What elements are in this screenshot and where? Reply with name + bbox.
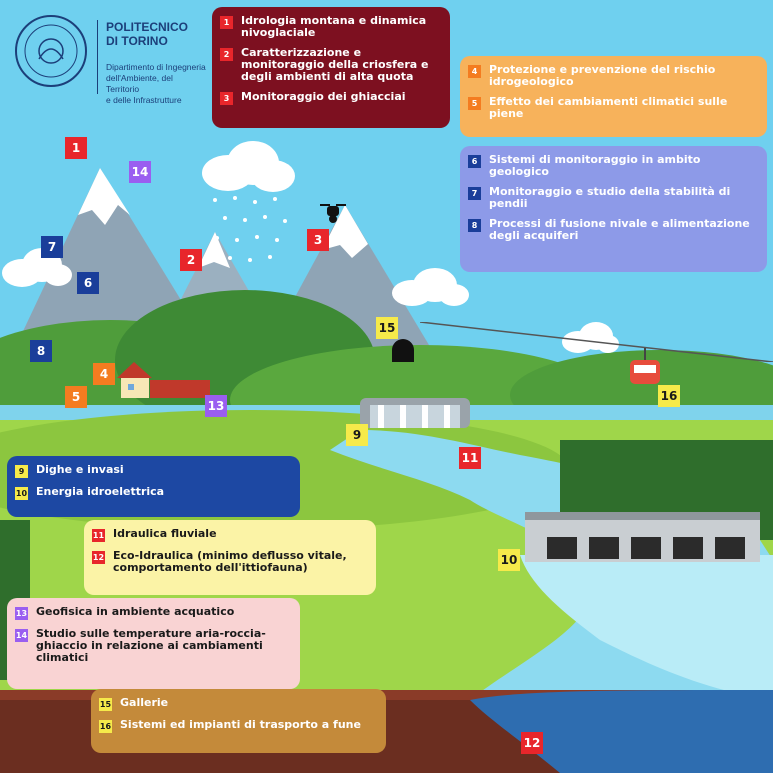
legend-number: 12 — [92, 551, 105, 564]
department-name: Dipartimento di Ingegneria dell'Ambiente… — [106, 62, 206, 106]
drone-icon — [320, 204, 346, 223]
legend-item-11: 11 Idraulica fluviale — [92, 528, 368, 542]
marker-16: 16 — [658, 385, 680, 407]
legend-text: Energia idroelettrica — [36, 485, 165, 498]
legend-number: 10 — [15, 487, 28, 500]
department-line-2: dell'Ambiente, del Territorio — [106, 73, 173, 94]
legend-box-pink: 13 Geofisica in ambiente acquatico 14 Studi… — [7, 598, 300, 689]
legend-text: Idraulica fluviale — [113, 527, 217, 540]
university-line-2: DI TORINO — [106, 34, 168, 48]
legend-number: 7 — [468, 187, 481, 200]
legend-item-1: 1 Idrologia montana e dinamica nivoglacia… — [220, 15, 442, 39]
legend-box-red: 1 Idrologia montana e dinamica nivoglacia… — [212, 7, 450, 128]
legend-item-15: 15 Gallerie — [99, 697, 378, 711]
legend-text: Geofisica in ambiente acquatico — [36, 605, 235, 618]
legend-item-8: 8 Processi di fusione nivale e alimentazi… — [468, 218, 759, 242]
marker-15: 15 — [376, 317, 398, 339]
marker-5: 5 — [65, 386, 87, 408]
legend-text: Dighe e invasi — [36, 463, 124, 476]
legend-text: Processi di fusione nivale e alimentazio… — [489, 217, 750, 242]
snowfall-icon — [213, 196, 287, 262]
cable-car-icon — [630, 348, 660, 384]
legend-box-blue: 6 Sistemi di monitoraggio in ambito geolo… — [460, 146, 767, 272]
legend-text: Eco-Idraulica (minimo deflusso vitale, c… — [113, 549, 347, 574]
legend-number: 5 — [468, 97, 481, 110]
cloud-icon — [392, 268, 469, 306]
marker-8: 8 — [30, 340, 52, 362]
university-seal-icon — [15, 15, 87, 87]
hydro-plant-icon — [525, 512, 760, 562]
legend-item-3: 3 Monitoraggio dei ghiacciai — [220, 91, 442, 105]
legend-item-10: 10 Energia idroelettrica — [15, 486, 292, 500]
marker-9: 9 — [346, 424, 368, 446]
legend-number: 1 — [220, 16, 233, 29]
legend-text: Studio sulle temperature aria-roccia-ghi… — [36, 627, 266, 664]
legend-number: 6 — [468, 155, 481, 168]
header-divider — [97, 20, 98, 94]
legend-number: 9 — [15, 465, 28, 478]
legend-box-brown: 15 Gallerie 16 Sistemi ed impianti di trasp… — [91, 689, 386, 753]
marker-3: 3 — [307, 229, 329, 251]
legend-box-orange: 4 Protezione e prevenzione del rischio id… — [460, 56, 767, 137]
legend-number: 4 — [468, 65, 481, 78]
legend-text: Protezione e prevenzione del rischio idr… — [489, 63, 716, 88]
legend-box-darkblue: 9 Dighe e invasi 10 Energia idroelettrica — [7, 456, 300, 517]
marker-10: 10 — [498, 549, 520, 571]
legend-text: Caratterizzazione e monitoraggio della c… — [241, 46, 429, 83]
legend-number: 14 — [15, 629, 28, 642]
legend-item-14: 14 Studio sulle temperature aria-roccia-g… — [15, 628, 292, 664]
marker-1: 1 — [65, 137, 87, 159]
cloud-icon — [2, 248, 72, 287]
marker-14: 14 — [129, 161, 151, 183]
department-line-3: e delle Infrastrutture — [106, 95, 182, 105]
legend-number: 11 — [92, 529, 105, 542]
legend-text: Effetto dei cambiamenti climatici sulle … — [489, 95, 728, 120]
legend-box-yellow: 11 Idraulica fluviale 12 Eco-Idraulica (min… — [84, 520, 376, 595]
tunnel-icon — [392, 339, 414, 362]
cable-line-icon — [420, 322, 773, 362]
legend-item-5: 5 Effetto dei cambiamenti climatici sulle… — [468, 96, 759, 120]
legend-item-12: 12 Eco-Idraulica (minimo deflusso vitale,… — [92, 550, 368, 574]
marker-13: 13 — [205, 395, 227, 417]
university-line-1: POLITECNICO — [106, 20, 189, 34]
cloud-icon — [202, 141, 295, 192]
legend-item-9: 9 Dighe e invasi — [15, 464, 292, 478]
house-icon — [117, 362, 210, 398]
legend-item-13: 13 Geofisica in ambiente acquatico — [15, 606, 292, 620]
legend-text: Sistemi ed impianti di trasporto a fune — [120, 718, 361, 731]
legend-number: 13 — [15, 607, 28, 620]
legend-text: Monitoraggio dei ghiacciai — [241, 90, 406, 103]
legend-number: 15 — [99, 698, 112, 711]
marker-6: 6 — [77, 272, 99, 294]
legend-number: 16 — [99, 720, 112, 733]
legend-item-16: 16 Sistemi ed impianti di trasporto a fun… — [99, 719, 378, 733]
legend-item-7: 7 Monitoraggio e studio della stabilità d… — [468, 186, 759, 210]
marker-11: 11 — [459, 447, 481, 469]
marker-7: 7 — [41, 236, 63, 258]
marker-2: 2 — [180, 249, 202, 271]
legend-text: Sistemi di monitoraggio in ambito geolog… — [489, 153, 701, 178]
marker-4: 4 — [93, 363, 115, 385]
legend-number: 8 — [468, 219, 481, 232]
marker-12: 12 — [521, 732, 543, 754]
university-header: POLITECNICO DI TORINO Dipartimento di In… — [6, 8, 206, 105]
legend-text: Gallerie — [120, 696, 169, 709]
department-line-1: Dipartimento di Ingegneria — [106, 62, 206, 72]
legend-item-2: 2 Caratterizzazione e monitoraggio della … — [220, 47, 442, 83]
legend-item-4: 4 Protezione e prevenzione del rischio id… — [468, 64, 759, 88]
legend-number: 3 — [220, 92, 233, 105]
legend-item-6: 6 Sistemi di monitoraggio in ambito geolo… — [468, 154, 759, 178]
dam-icon — [360, 398, 470, 428]
legend-text: Monitoraggio e studio della stabilità di… — [489, 185, 731, 210]
legend-number: 2 — [220, 48, 233, 61]
university-name: POLITECNICO DI TORINO — [106, 20, 188, 48]
legend-text: Idrologia montana e dinamica nivoglacial… — [241, 14, 427, 39]
